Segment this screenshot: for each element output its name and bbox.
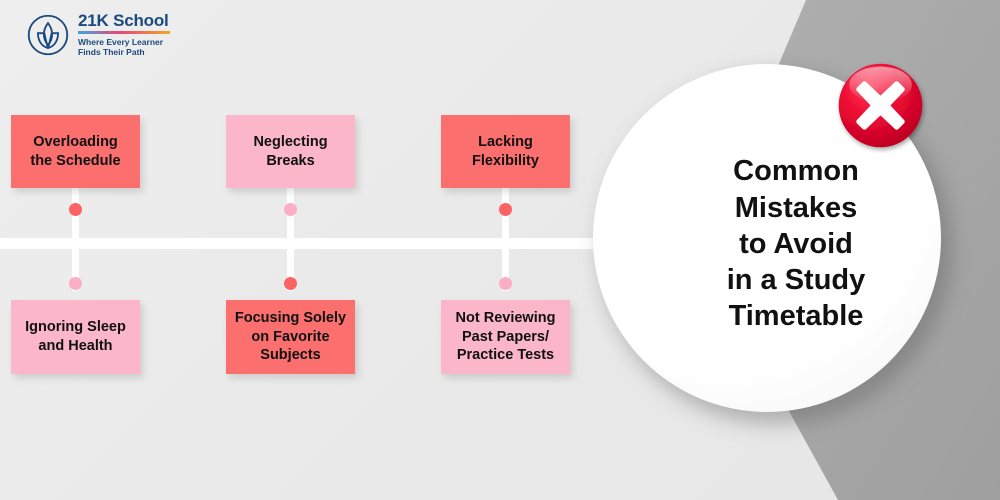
timeline-dot — [499, 277, 512, 290]
brand-rule — [78, 31, 170, 34]
timeline-dot — [499, 203, 512, 216]
timeline-stem — [287, 188, 294, 246]
mistake-card-focusing-solely-on-favorite-subjects[interactable]: Focusing Solely on Favorite Subjects — [226, 300, 355, 374]
brand-logo[interactable]: 21K School Where Every Learner Finds The… — [26, 12, 170, 58]
mistake-card-not-reviewing-past-papers-practice-tests[interactable]: Not Reviewing Past Papers/ Practice Test… — [441, 300, 570, 374]
red-x-circle-icon — [838, 63, 923, 148]
mistake-card-neglecting-breaks[interactable]: Neglecting Breaks — [226, 115, 355, 188]
timeline-dot — [69, 203, 82, 216]
mistake-card-ignoring-sleep-and-health[interactable]: Ignoring Sleep and Health — [11, 300, 140, 374]
brand-tagline: Where Every Learner Finds Their Path — [78, 36, 164, 58]
timeline-stem — [502, 243, 509, 291]
lotus-circle-icon — [27, 14, 69, 56]
timeline-axis — [0, 238, 660, 249]
brand-name: 21K School — [78, 11, 169, 30]
brand-text: 21K School Where Every Learner Finds The… — [78, 12, 170, 58]
timeline-stem — [72, 243, 79, 291]
timeline-stem — [72, 188, 79, 246]
page-title: Common Mistakes to Avoid in a Study Time… — [726, 155, 866, 333]
timeline-dot — [284, 203, 297, 216]
mistake-card-lacking-flexibility[interactable]: Lacking Flexibility — [441, 115, 570, 188]
timeline-dot — [69, 277, 82, 290]
mistake-card-overloading-the-schedule[interactable]: Overloading the Schedule — [11, 115, 140, 188]
timeline-dot — [284, 277, 297, 290]
timeline-stem — [502, 188, 509, 246]
timeline-stem — [287, 243, 294, 291]
